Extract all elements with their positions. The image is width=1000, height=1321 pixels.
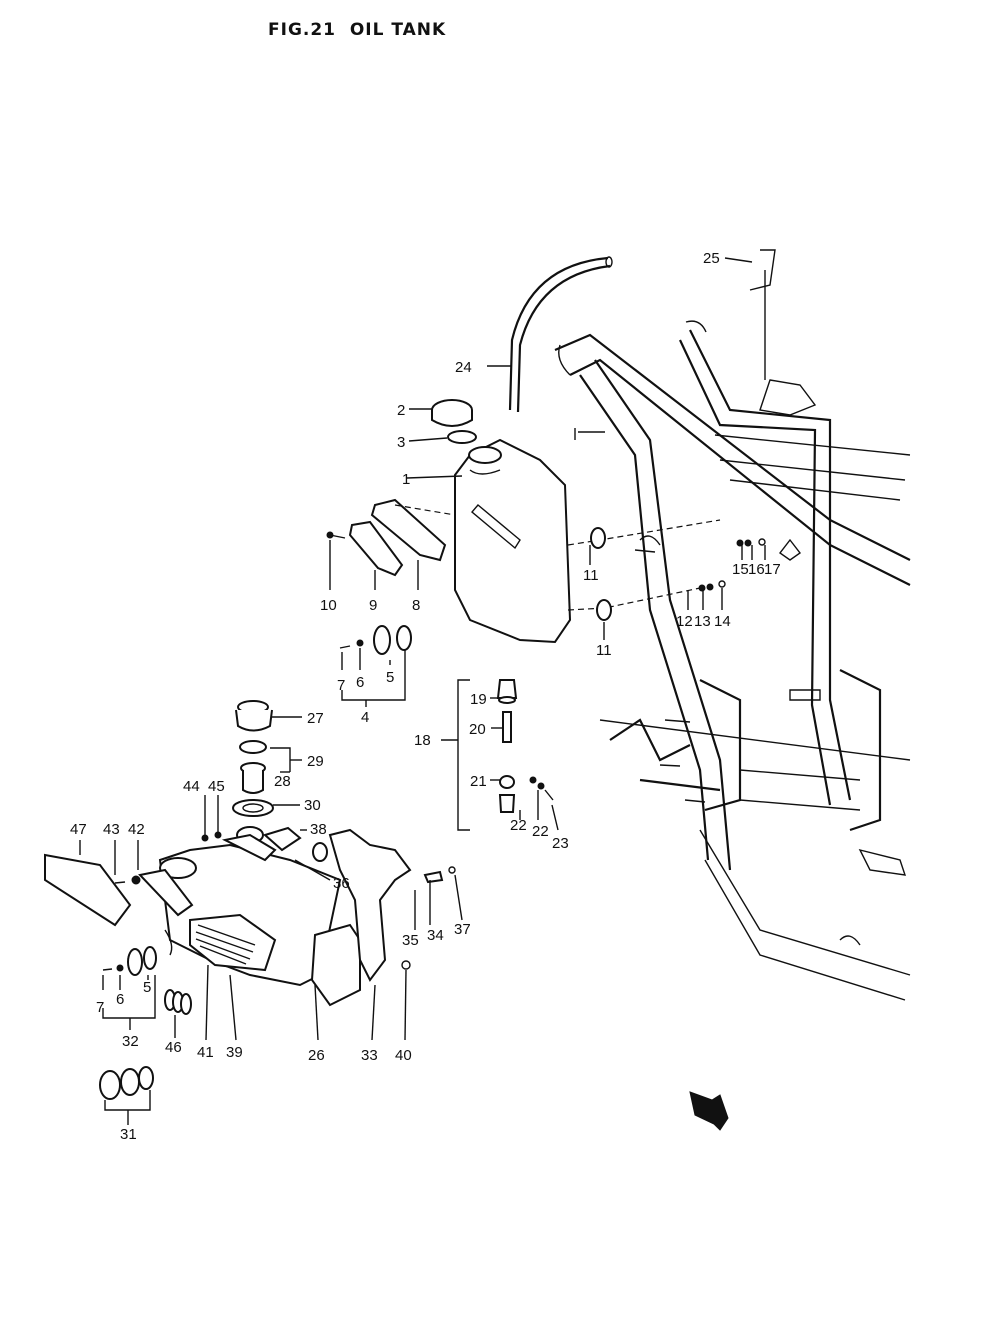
callout-38: 38 bbox=[310, 821, 327, 838]
callout-13: 13 bbox=[694, 613, 711, 630]
strainer-parts bbox=[232, 700, 274, 844]
callout-30: 30 bbox=[304, 797, 321, 814]
front-direction-arrow bbox=[689, 1091, 729, 1131]
callout-32: 32 bbox=[122, 1033, 139, 1050]
callout-8: 8 bbox=[412, 597, 420, 614]
callout-21: 21 bbox=[470, 773, 487, 790]
small-hardware bbox=[698, 538, 766, 592]
callout-7b: 7 bbox=[96, 999, 104, 1016]
callout-20: 20 bbox=[469, 721, 486, 738]
callout-9: 9 bbox=[369, 597, 377, 614]
motorcycle-frame bbox=[554, 249, 911, 1001]
callout-10: 10 bbox=[320, 597, 337, 614]
callout-14: 14 bbox=[714, 613, 731, 630]
grommets bbox=[590, 527, 612, 621]
callout-37: 37 bbox=[454, 921, 471, 938]
callout-4: 4 bbox=[361, 709, 369, 726]
callout-1: 1 bbox=[402, 471, 410, 488]
callout-5b: 5 bbox=[143, 979, 151, 996]
callout-11b: 11 bbox=[596, 642, 612, 659]
callout-34: 34 bbox=[427, 927, 444, 944]
callout-40: 40 bbox=[395, 1047, 412, 1064]
callout-24: 24 bbox=[455, 359, 472, 376]
callout-2: 2 bbox=[397, 402, 405, 419]
lower-tank-assembly bbox=[44, 826, 456, 1007]
callout-25: 25 bbox=[703, 250, 720, 267]
callout-7a: 7 bbox=[337, 677, 345, 694]
callout-labels: 1 2 3 4 5 6 7 8 9 10 11 11 12 13 14 15 1… bbox=[70, 250, 781, 1143]
callout-5a: 5 bbox=[386, 669, 394, 686]
callout-28: 28 bbox=[274, 773, 291, 790]
callout-23: 23 bbox=[552, 835, 569, 852]
callout-15: 15 bbox=[732, 561, 749, 578]
callout-17: 17 bbox=[764, 561, 781, 578]
callout-29: 29 bbox=[307, 753, 324, 770]
leader-lines bbox=[79, 257, 766, 1125]
callout-31: 31 bbox=[120, 1126, 137, 1143]
callout-33: 33 bbox=[361, 1047, 378, 1064]
callout-11a: 11 bbox=[583, 567, 599, 584]
callout-39: 39 bbox=[226, 1044, 243, 1061]
callout-22b: 22 bbox=[532, 823, 549, 840]
callout-45: 45 bbox=[208, 778, 225, 795]
callout-27: 27 bbox=[307, 710, 324, 727]
callout-6a: 6 bbox=[356, 674, 364, 691]
callout-6b: 6 bbox=[116, 991, 124, 1008]
callout-16: 16 bbox=[748, 561, 765, 578]
oil-fitting-parts bbox=[496, 679, 554, 813]
callout-18: 18 bbox=[414, 732, 431, 749]
callout-3: 3 bbox=[397, 434, 405, 451]
callout-42: 42 bbox=[128, 821, 145, 838]
washer-set-lower bbox=[99, 946, 192, 1100]
filler-cap bbox=[431, 399, 477, 444]
callout-19: 19 bbox=[470, 691, 487, 708]
figure-title: FIG.21 OIL TANK bbox=[268, 20, 447, 40]
callout-12: 12 bbox=[676, 613, 693, 630]
callout-35: 35 bbox=[402, 932, 419, 949]
callout-47: 47 bbox=[70, 821, 87, 838]
washer-set-upper bbox=[339, 625, 412, 655]
callout-41: 41 bbox=[197, 1044, 214, 1061]
breather-hose bbox=[508, 256, 613, 413]
callout-26: 26 bbox=[308, 1047, 325, 1064]
oil-tank-body bbox=[454, 438, 572, 644]
callout-44: 44 bbox=[183, 778, 200, 795]
callout-36: 36 bbox=[333, 875, 350, 892]
callout-46: 46 bbox=[165, 1039, 182, 1056]
callout-22a: 22 bbox=[510, 817, 527, 834]
callout-43: 43 bbox=[103, 821, 120, 838]
